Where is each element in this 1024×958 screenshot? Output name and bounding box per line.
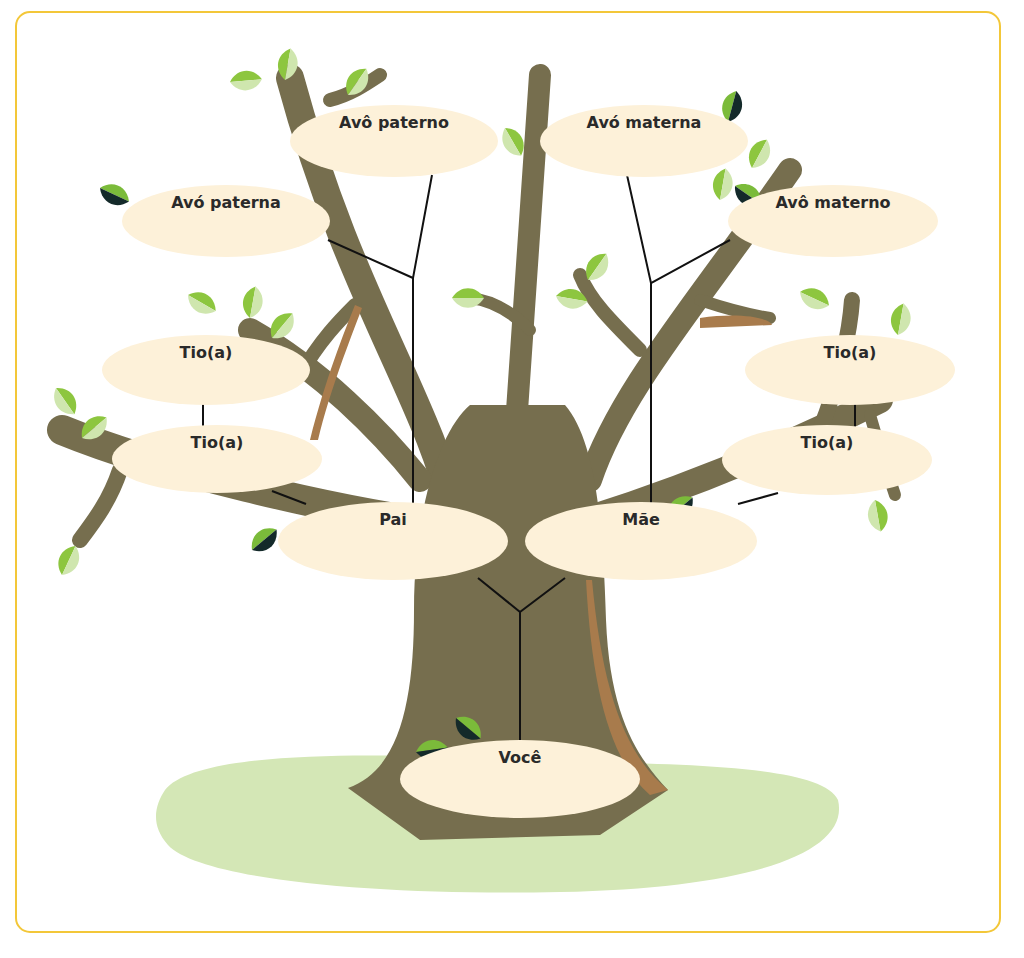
trunk — [348, 405, 668, 840]
grandparent-box: Avó materna — [540, 105, 748, 177]
node-label: Tio(a) — [824, 343, 877, 364]
uncle-box: Tio(a) — [112, 425, 322, 493]
node-label: Avô materno — [775, 193, 890, 214]
uncle-box: Tio(a) — [102, 335, 310, 405]
branch-shadow — [310, 305, 362, 440]
family-line — [738, 493, 778, 504]
grandparent-box: Avô materno — [728, 185, 938, 257]
family-line — [202, 403, 204, 427]
parent-box: Pai — [278, 502, 508, 580]
node-label: Tio(a) — [191, 433, 244, 454]
family-line — [413, 175, 432, 504]
family-line — [651, 240, 730, 504]
node-label: Pai — [379, 510, 407, 531]
parent-box: Mãe — [525, 502, 757, 580]
family-line — [627, 175, 651, 504]
node-label: Tio(a) — [180, 343, 233, 364]
family-line — [272, 491, 306, 504]
node-label: Mãe — [622, 510, 660, 531]
uncle-box: Tio(a) — [745, 335, 955, 405]
family-line — [854, 403, 856, 427]
node-label: Você — [499, 748, 542, 769]
family-line — [478, 578, 520, 742]
family-line — [328, 240, 413, 504]
branch-shadow — [700, 316, 772, 328]
frame — [16, 12, 1000, 932]
grandparent-box: Avô paterno — [290, 105, 498, 177]
node-label: Avó materna — [587, 113, 702, 134]
node-label: Tio(a) — [801, 433, 854, 454]
family-line — [520, 578, 565, 742]
node-label: Avô paterno — [339, 113, 449, 134]
grandparent-box: Avó paterna — [122, 185, 330, 257]
self-box: Você — [400, 740, 640, 818]
uncle-box: Tio(a) — [722, 425, 932, 495]
leaves — [48, 47, 913, 762]
node-label: Avó paterna — [171, 193, 281, 214]
